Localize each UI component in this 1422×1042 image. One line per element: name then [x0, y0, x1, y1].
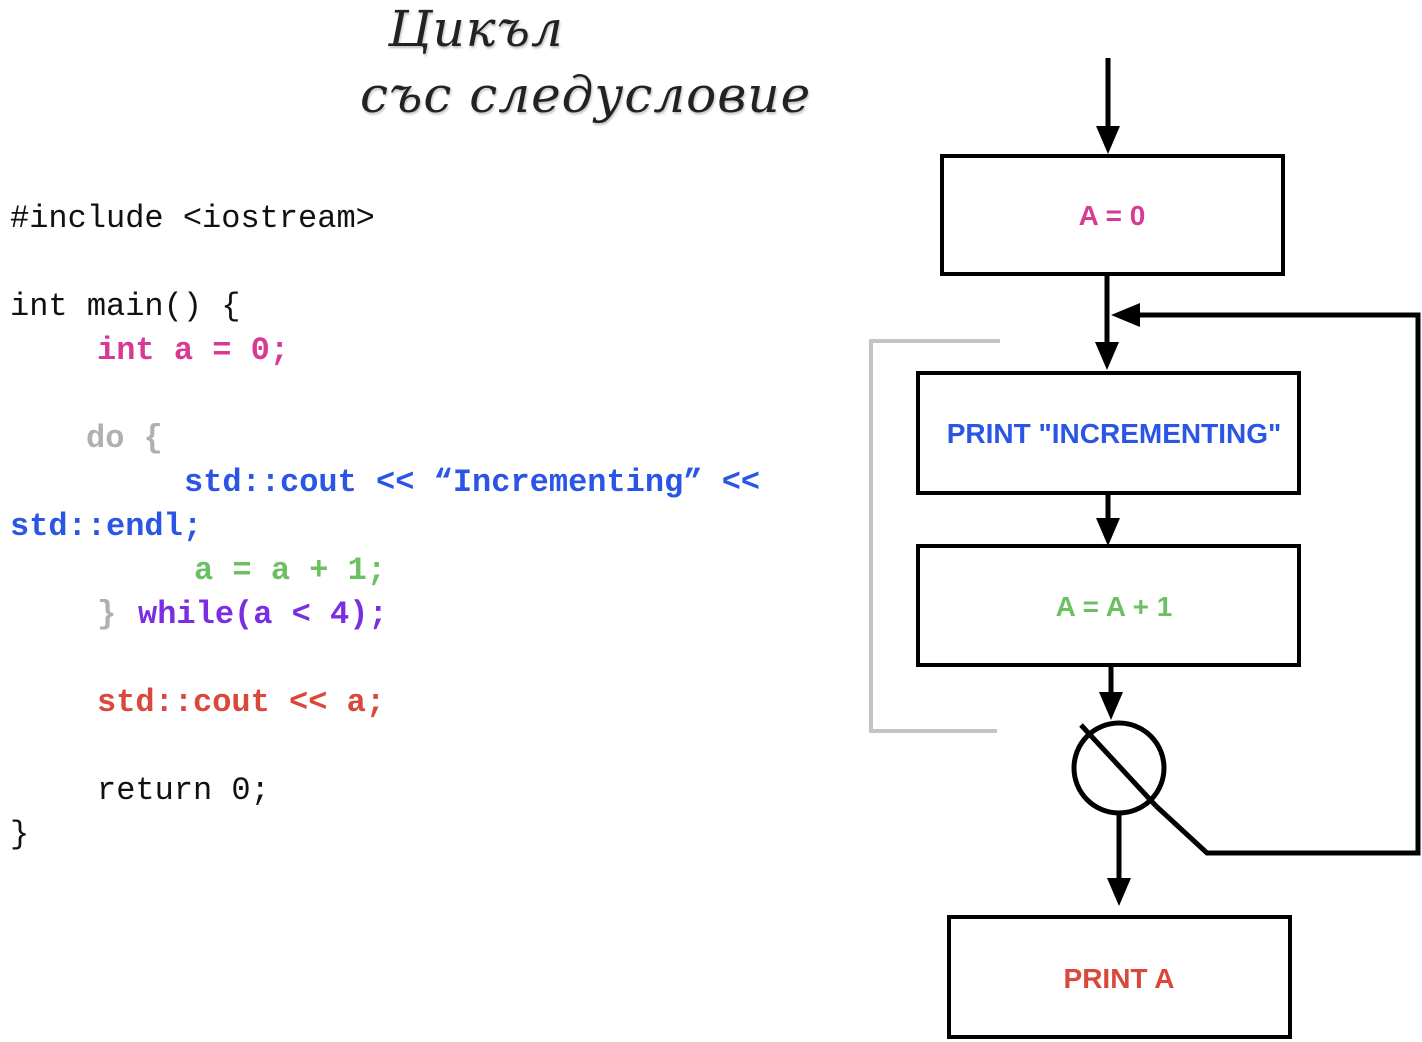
increment-box — [916, 544, 1301, 667]
loop-back-arrowhead — [1111, 303, 1140, 327]
result-box-label: PRINT A — [1064, 963, 1175, 994]
code-main-open: int main() { — [10, 288, 241, 325]
code-do-open: do { — [86, 420, 163, 457]
condition-slash — [1079, 723, 1158, 808]
title-line-2: със следусловие — [360, 66, 812, 124]
result-box — [947, 915, 1292, 1039]
code-increment: a = a + 1; — [194, 552, 387, 589]
init-box-label: A = 0 — [1079, 200, 1146, 231]
code-cout-part1: std::cout << “Incrementing” << — [184, 464, 761, 501]
code-while: while(a < 4); — [138, 596, 388, 633]
code-init: int a = 0; — [97, 332, 290, 369]
arrow-print-to-increment-head — [1096, 518, 1120, 546]
increment-box-label: A = A + 1 — [1056, 591, 1173, 622]
code-cout-result: std::cout << a; — [97, 684, 386, 721]
code-cout-part2: std::endl; — [10, 508, 203, 545]
code-include: #include <iostream> — [10, 200, 375, 237]
print-box — [916, 371, 1301, 495]
arrow-condition-to-result-head — [1107, 878, 1131, 906]
arrow-increment-to-condition-head — [1099, 692, 1123, 720]
code-return: return 0; — [97, 772, 270, 809]
print-box-label: PRINT "INCREMENTING" — [947, 418, 1282, 449]
loop-bracket — [869, 339, 1000, 733]
loop-back-line — [1140, 312, 1421, 856]
entry-arrowhead — [1096, 126, 1120, 154]
title-line-1: Цикъл — [388, 0, 564, 58]
arrow-init-to-print-head — [1095, 342, 1119, 370]
init-box — [940, 154, 1285, 276]
code-main-close: } — [10, 816, 30, 853]
code-close-brace: } — [97, 596, 117, 633]
